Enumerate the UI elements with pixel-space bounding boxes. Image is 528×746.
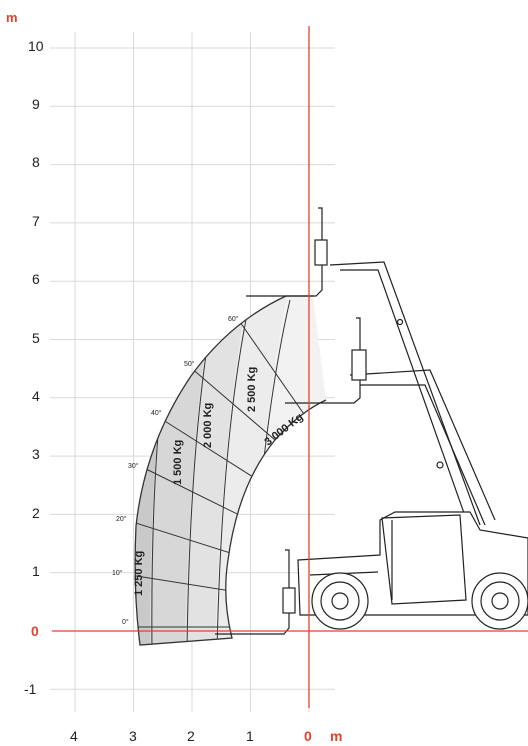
load-label-1250: 1 250 Kg	[133, 551, 145, 596]
y-tick-2: 2	[32, 505, 40, 521]
telehandler-illustration	[215, 207, 528, 635]
x-tick-3: 3	[129, 728, 137, 744]
angle-label-60: 60°	[228, 315, 239, 323]
y-tick-8: 8	[32, 154, 40, 170]
y-tick-1: 1	[32, 563, 40, 579]
rear-wheel	[471, 572, 528, 630]
y-tick-minus-1: -1	[24, 681, 37, 697]
origin-axes	[52, 26, 528, 708]
load-label-2500: 2 500 Kg	[246, 367, 258, 412]
angle-label-20: 20°	[116, 515, 127, 523]
y-tick-3: 3	[32, 446, 40, 462]
load-label-1500: 1 500 Kg	[172, 440, 184, 485]
y-tick-6: 6	[32, 271, 40, 287]
angle-labels: 0° 10° 20° 30° 40° 50° 60°	[112, 315, 239, 626]
angle-label-30: 30°	[128, 462, 139, 470]
x-unit-label: m	[330, 728, 342, 744]
y-unit-label: m	[6, 10, 18, 25]
y-tick-7: 7	[32, 213, 40, 229]
x-tick-4: 4	[70, 728, 78, 744]
angle-label-10: 10°	[112, 569, 123, 577]
y-tick-4: 4	[32, 388, 40, 404]
load-label-2000: 2 000 Kg	[202, 403, 214, 448]
angle-label-50: 50°	[184, 360, 195, 368]
y-tick-9: 9	[32, 96, 40, 112]
x-axis: 4 3 2 1 0 m	[70, 728, 342, 744]
zone-2000	[185, 296, 250, 645]
y-tick-10: 10	[28, 38, 44, 54]
angle-label-0: 0°	[122, 618, 129, 626]
x-tick-2: 2	[187, 728, 195, 744]
envelope-outline	[134, 295, 327, 646]
y-tick-5: 5	[32, 330, 40, 346]
front-wheel	[311, 572, 369, 630]
y-axis: m 10 9 8 7 6 5 4 3 2 1 0 -1	[6, 10, 44, 697]
y-tick-0: 0	[31, 623, 39, 639]
x-tick-1: 1	[246, 728, 254, 744]
angle-label-40: 40°	[151, 409, 162, 417]
x-tick-0: 0	[304, 728, 312, 744]
